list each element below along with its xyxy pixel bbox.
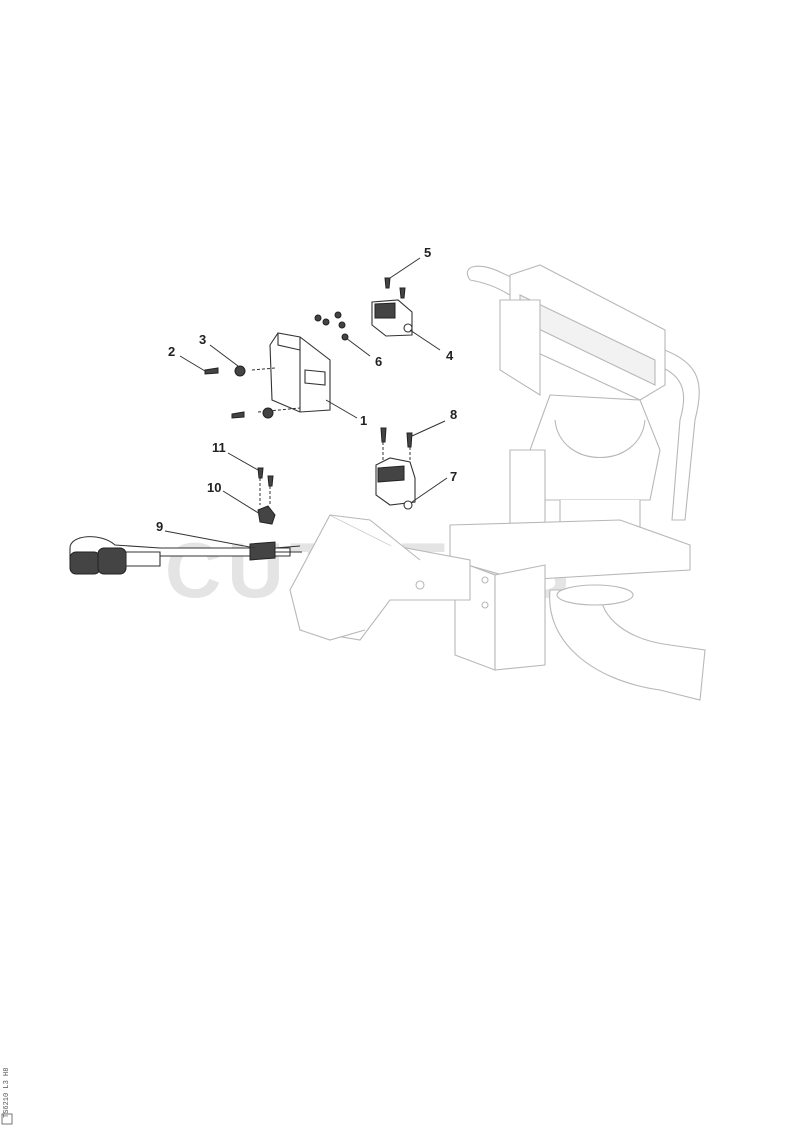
callout-1: 1	[360, 413, 367, 428]
part-11-screws	[257, 467, 274, 505]
callout-10: 10	[207, 480, 221, 495]
part-7-switch	[375, 457, 416, 510]
callout-2: 2	[168, 344, 175, 359]
callout-6: 6	[375, 354, 382, 369]
part-8-screws	[380, 427, 413, 462]
part-10-clip	[257, 505, 276, 525]
lower-screw-and-nut	[231, 407, 274, 419]
callout-5: 5	[424, 245, 431, 260]
corner-mark	[1, 1113, 13, 1125]
leader-lines	[164, 257, 448, 549]
part-5-screws	[384, 277, 406, 299]
callout-4: 4	[446, 348, 454, 363]
callout-8: 8	[450, 407, 457, 422]
part-4-switch	[371, 299, 413, 337]
callout-3: 3	[199, 332, 206, 347]
background-assembly	[289, 264, 706, 701]
callout-11: 11	[212, 440, 226, 455]
part-3-nut	[234, 365, 246, 377]
callout-labels: 1 2 3 4 5 6 7 8 9 10 11	[156, 245, 457, 534]
part-9-harness	[69, 536, 302, 575]
part-6-nuts	[314, 311, 349, 341]
part-1-cover	[251, 332, 331, 413]
callout-7: 7	[450, 469, 457, 484]
part-2-screw	[204, 367, 219, 375]
callout-9: 9	[156, 519, 163, 534]
side-reference-code: TS6210 L3 H8	[3, 1068, 11, 1118]
